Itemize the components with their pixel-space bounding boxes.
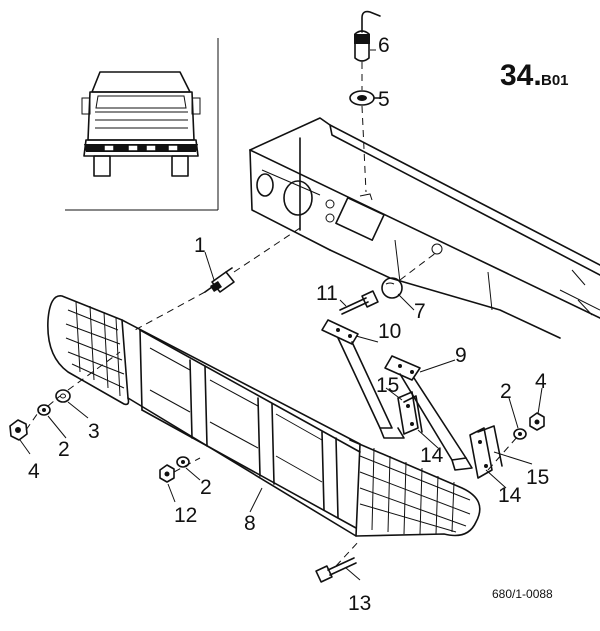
callout-14-lower: 14 <box>498 484 522 507</box>
callout-10: 10 <box>378 320 401 343</box>
callout-14-upper: 14 <box>420 444 444 467</box>
nut-lower-12 <box>159 464 175 483</box>
document-reference: 680/1-0088 <box>492 587 553 601</box>
lock-washer-lower <box>176 456 190 468</box>
reinforcement-plate-upper <box>397 391 423 435</box>
page-id-sub: B01 <box>541 72 569 89</box>
callout-2-left: 2 <box>58 438 70 461</box>
callout-15-lower: 15 <box>526 466 549 489</box>
frame-rail <box>249 117 600 339</box>
flat-washer-left <box>55 389 71 403</box>
page-id-main: 34. <box>500 59 542 92</box>
support-bracket-left <box>321 319 405 439</box>
callout-7: 7 <box>414 300 426 323</box>
callout-2-right: 2 <box>500 380 512 403</box>
callout-labels: 1 2 2 2 3 4 4 5 6 7 8 9 10 11 12 13 14 1… <box>28 34 549 615</box>
callout-13: 13 <box>348 592 371 615</box>
callout-5: 5 <box>378 88 390 111</box>
callout-3: 3 <box>88 420 100 443</box>
callout-2-lower: 2 <box>200 476 212 499</box>
mounting-stud-part <box>204 267 235 293</box>
page-identifier: 34. B01 <box>500 59 569 92</box>
callout-1: 1 <box>194 234 206 257</box>
reinforcement-plate-lower <box>469 425 503 479</box>
truck-front-inset <box>65 38 219 211</box>
callout-9: 9 <box>455 344 467 367</box>
callout-15-upper: 15 <box>376 374 399 397</box>
hose-part <box>354 10 381 62</box>
lock-washer-right <box>513 428 527 440</box>
front-guard-frame <box>47 295 481 537</box>
bolt-part <box>339 290 379 315</box>
callout-4-left: 4 <box>28 460 40 483</box>
callout-8: 8 <box>244 512 256 535</box>
callout-4-right: 4 <box>535 370 547 393</box>
support-bracket-right <box>384 355 473 471</box>
ring-eye-part <box>349 90 381 106</box>
leader-lines <box>19 49 543 581</box>
bolt-lower-13 <box>315 557 357 583</box>
nut-left <box>9 419 28 441</box>
lock-washer-left <box>37 404 51 416</box>
callout-6: 6 <box>378 34 390 57</box>
callout-12: 12 <box>174 504 197 527</box>
nut-right <box>529 412 545 431</box>
plug-part <box>381 277 403 299</box>
callout-11: 11 <box>316 282 338 305</box>
